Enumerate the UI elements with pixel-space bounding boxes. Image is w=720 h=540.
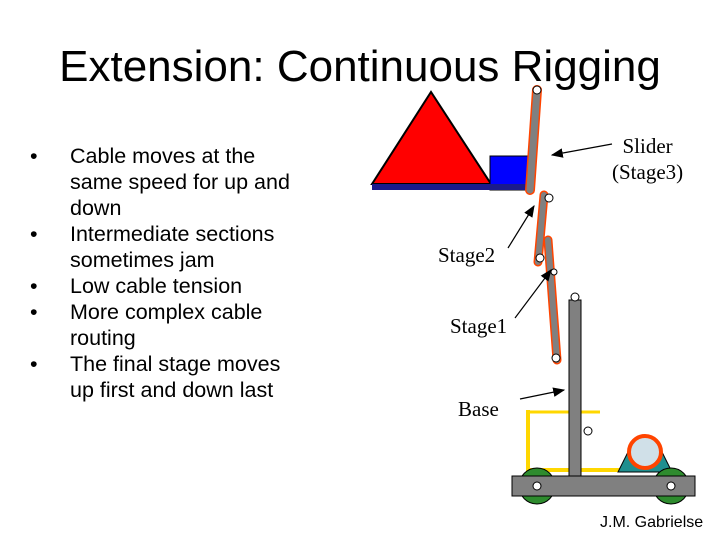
stage1-pulley-top	[550, 268, 558, 276]
slider-label-line1: Slider	[622, 134, 673, 158]
stage1-bar	[545, 237, 560, 363]
bullet-item: • Intermediate sections sometimes jam	[26, 221, 346, 273]
axle-right	[666, 481, 676, 491]
load-triangle	[370, 90, 493, 185]
stage2-label: Stage2	[438, 243, 496, 267]
bullet-line: routing	[70, 326, 136, 350]
slider-label-line2: (Stage3)	[612, 160, 684, 184]
bullet-line: More complex cable	[70, 300, 263, 324]
load-platform	[372, 184, 532, 190]
bullet-glyph: •	[30, 222, 38, 246]
chassis-beam	[511, 475, 696, 497]
base-column	[568, 299, 582, 477]
bullet-item: • The final stage moves up first and dow…	[26, 351, 346, 403]
bullet-line: Intermediate sections	[70, 222, 275, 246]
stage2-pulley-top	[544, 193, 554, 203]
bullet-line: same speed for up and	[70, 170, 290, 194]
bullet-line: The final stage moves	[70, 352, 281, 376]
axle-left	[532, 481, 542, 491]
slide-title: Extension: Continuous Rigging	[59, 42, 661, 91]
bullet-item: • Cable moves at the same speed for up a…	[26, 143, 346, 221]
base-arrow	[519, 387, 566, 400]
slider-label: Slider (Stage3)	[612, 133, 683, 185]
bullet-line: Cable moves at the	[70, 144, 256, 168]
bullet-glyph: •	[30, 144, 38, 168]
bullet-line: Low cable tension	[70, 274, 243, 298]
bullet-line: up first and down last	[70, 378, 274, 402]
bullet-item: • Low cable tension	[26, 273, 346, 299]
frame-pulley	[583, 426, 593, 436]
stage2-arrow	[507, 204, 535, 249]
author-credit: J.M. Gabrielse	[600, 514, 704, 531]
stage2-bar	[535, 192, 547, 265]
base-column-pulley	[570, 292, 580, 302]
slider-bar	[526, 86, 541, 194]
bullet-glyph: •	[30, 300, 38, 324]
stage2-pulley-bottom	[535, 253, 545, 263]
slider-pulley-top	[532, 85, 542, 95]
slider-arrow	[550, 143, 613, 158]
bullet-line: down	[70, 196, 122, 220]
bullet-list: • Cable moves at the same speed for up a…	[26, 143, 346, 403]
stage1-pulley-bottom	[551, 353, 561, 363]
bullet-glyph: •	[30, 352, 38, 376]
stage1-arrow	[514, 269, 552, 319]
base-label: Base	[458, 397, 499, 421]
base-pulley	[627, 434, 663, 470]
bullet-glyph: •	[30, 274, 38, 298]
bullet-item: • More complex cable routing	[26, 299, 346, 351]
bullet-line: sometimes jam	[70, 248, 215, 272]
stage1-label: Stage1	[450, 314, 508, 338]
